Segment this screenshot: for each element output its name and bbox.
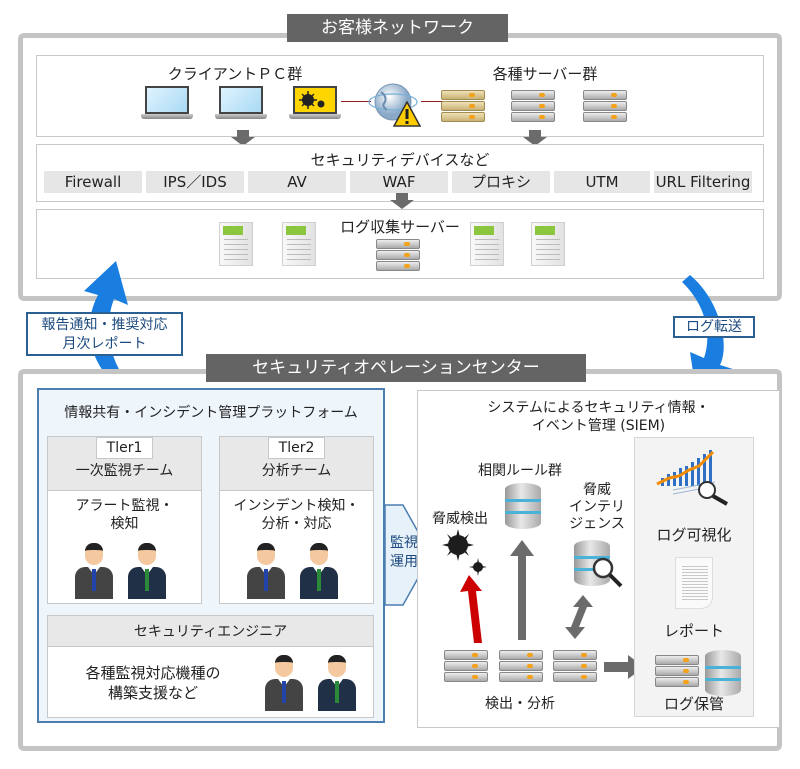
warning-icon xyxy=(393,101,421,127)
log-file-icon xyxy=(470,222,504,266)
siem-title-line: システムによるセキュリティ情報・ xyxy=(487,400,710,416)
flow-down-arrow xyxy=(523,130,547,146)
device-firewall: Firewall xyxy=(44,171,142,193)
infected-laptop-icon xyxy=(289,86,341,120)
report-callout: 報告通知・推奨対応 月次レポート xyxy=(26,312,183,356)
monitoring-ops-line: 運用 xyxy=(390,554,418,570)
detection-red-arrow xyxy=(460,575,482,643)
correlation-rules-db-icon xyxy=(505,481,541,531)
log-file-icon xyxy=(531,222,565,266)
security-devices-title: セキュリティデバイスなど xyxy=(310,151,490,169)
log-server-title: ログ収集サーバー xyxy=(340,218,460,236)
platform-title: 情報共有・インシデント管理プラットフォーム xyxy=(64,405,358,421)
analysis-server-icon xyxy=(499,650,543,683)
threat-detection-label: 脅威検出 xyxy=(432,511,488,527)
tier2-desc-line: インシデント検知・ xyxy=(233,498,360,514)
bidirectional-arrow xyxy=(565,595,593,639)
tier1-desc-line: 検知 xyxy=(110,516,139,532)
malware-icon xyxy=(299,91,325,109)
rules-up-arrow xyxy=(510,540,534,640)
log-file-icon xyxy=(282,222,316,266)
analyst-avatar xyxy=(128,543,166,599)
log-server-icon xyxy=(376,239,420,272)
report-document-icon xyxy=(675,557,713,609)
report-callout-line: 月次レポート xyxy=(62,336,147,352)
server-icon xyxy=(511,90,555,123)
engineer-avatar xyxy=(318,655,356,711)
engineer-desc-line: 各種監視対応機種の xyxy=(85,664,221,682)
detection-analysis-label: 検出・分析 xyxy=(485,696,555,712)
attack-line xyxy=(421,101,443,102)
siem-title-line: イベント管理 (SIEM) xyxy=(531,418,666,434)
storage-db-icon xyxy=(705,648,741,698)
tier2-team-card: Tler2 分析チーム インシデント検知・ 分析・対応 xyxy=(219,436,374,604)
analyst-avatar xyxy=(300,543,338,599)
log-transfer-callout: ログ転送 xyxy=(673,316,755,338)
threat-intel-line: インテリ xyxy=(569,499,625,515)
threat-intel-line: ジェンス xyxy=(569,516,625,532)
servers-title: 各種サーバー群 xyxy=(492,65,598,83)
device-ips-ids: IPS／IDS xyxy=(146,171,244,193)
output-log-visualization: ログ可視化 xyxy=(656,526,732,544)
engineer-avatar xyxy=(265,655,303,711)
magnifier-icon xyxy=(592,557,623,588)
device-av: AV xyxy=(248,171,346,193)
client-pcs-title: クライアントＰＣ群 xyxy=(167,65,303,83)
server-icon xyxy=(583,90,627,123)
threat-intel-line: 脅威 xyxy=(583,482,611,498)
attack-line xyxy=(341,101,371,102)
device-url-filtering: URL Filtering xyxy=(654,171,752,193)
laptop-icon xyxy=(141,86,193,120)
monitoring-ops-line: 監視 xyxy=(390,535,418,551)
monitoring-ops-label: 監視 運用 xyxy=(384,534,424,572)
storage-server-icon xyxy=(655,655,699,688)
device-waf: WAF xyxy=(350,171,448,193)
tier1-desc-line: アラート監視・ xyxy=(75,498,174,514)
device-proxy: プロキシ xyxy=(452,171,550,193)
analyst-avatar xyxy=(247,543,285,599)
output-log-storage: ログ保管 xyxy=(663,695,724,713)
tier2-desc-line: 分析・対応 xyxy=(261,516,332,532)
analysis-server-icon xyxy=(444,650,488,683)
tier2-team-name: 分析チーム xyxy=(261,463,332,479)
flow-down-arrow xyxy=(231,130,255,146)
analysis-server-icon xyxy=(553,650,597,683)
soc-title: セキュリティオペレーションセンター xyxy=(206,354,586,382)
flow-down-arrow xyxy=(390,193,414,209)
device-utm: UTM xyxy=(554,171,650,193)
tier1-team-card: Tler1 一次監視チーム アラート監視・ 検知 xyxy=(47,436,202,604)
engineer-title: セキュリティエンジニア xyxy=(133,624,288,640)
analyst-avatar xyxy=(75,543,113,599)
tier2-badge: Tler2 xyxy=(267,437,326,459)
threat-malware-icon xyxy=(442,529,487,576)
tier1-badge: Tler1 xyxy=(95,437,154,459)
output-report: レポート xyxy=(663,622,724,640)
log-file-icon xyxy=(219,222,253,266)
engineer-desc-line: 構築支援など xyxy=(107,684,198,702)
log-visualization-icon xyxy=(656,450,728,506)
correlation-rules-label: 相関ルール群 xyxy=(478,463,562,479)
customer-network-title: お客様ネットワーク xyxy=(287,14,508,42)
tier1-team-name: 一次監視チーム xyxy=(75,463,174,479)
laptop-icon xyxy=(215,86,267,120)
report-callout-line: 報告通知・推奨対応 xyxy=(41,317,168,333)
threat-intel-label: 脅威 インテリ ジェンス xyxy=(562,482,632,533)
compromised-server-icon xyxy=(441,90,485,123)
